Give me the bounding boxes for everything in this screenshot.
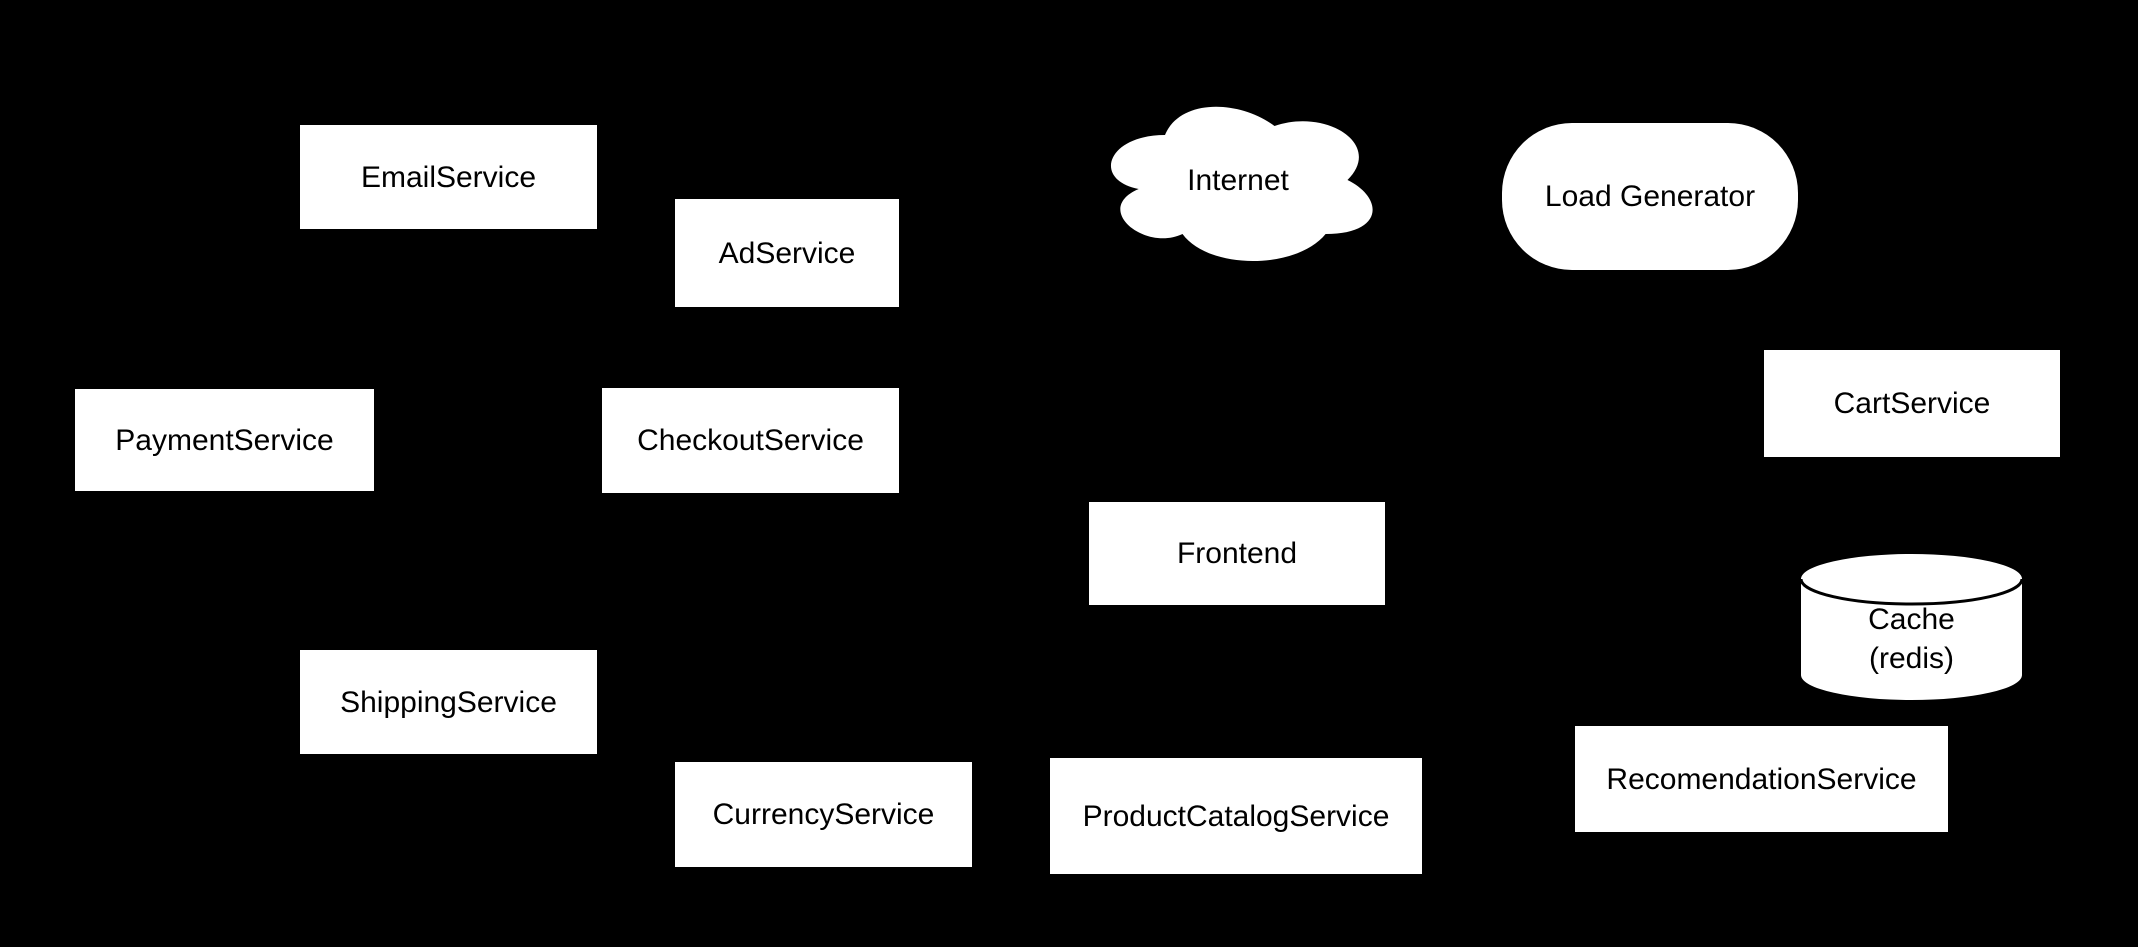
node-label: AdService	[718, 236, 856, 270]
cloud-icon	[1110, 106, 1373, 261]
node-label: CartService	[1833, 387, 1991, 420]
node-label: PaymentService	[115, 423, 334, 457]
database-cylinder-icon	[1800, 554, 2023, 700]
node-internet[interactable]: Internet	[1092, 90, 1384, 270]
node-label: Load Generator	[1544, 180, 1756, 213]
node-label: RecomendationService	[1606, 762, 1917, 796]
node-recomendation-service[interactable]: RecomendationService	[1575, 726, 1948, 832]
node-payment-service[interactable]: PaymentService	[75, 389, 374, 491]
node-label: ShippingService	[340, 685, 557, 719]
node-product-catalog-service[interactable]: ProductCatalogService	[1050, 758, 1422, 874]
node-email-service[interactable]: EmailService	[300, 125, 597, 229]
node-label: Frontend	[1176, 537, 1298, 570]
node-label: EmailService	[360, 160, 537, 194]
node-cache-redis[interactable]: Cache (redis)	[1800, 552, 2023, 702]
node-label: Internet	[1187, 163, 1289, 197]
node-label: CurrencyService	[712, 798, 935, 831]
node-cart-service[interactable]: CartService	[1764, 350, 2060, 457]
node-label: Cache (redis)	[1868, 603, 1955, 675]
node-label: ProductCatalogService	[1082, 799, 1390, 833]
node-checkout-service[interactable]: CheckoutService	[602, 388, 899, 493]
node-frontend[interactable]: Frontend	[1089, 502, 1385, 605]
node-shipping-service[interactable]: ShippingService	[300, 650, 597, 754]
node-load-generator[interactable]: Load Generator	[1502, 123, 1798, 270]
node-label: CheckoutService	[637, 424, 864, 457]
node-ad-service[interactable]: AdService	[675, 199, 899, 307]
node-currency-service[interactable]: CurrencyService	[675, 762, 972, 867]
